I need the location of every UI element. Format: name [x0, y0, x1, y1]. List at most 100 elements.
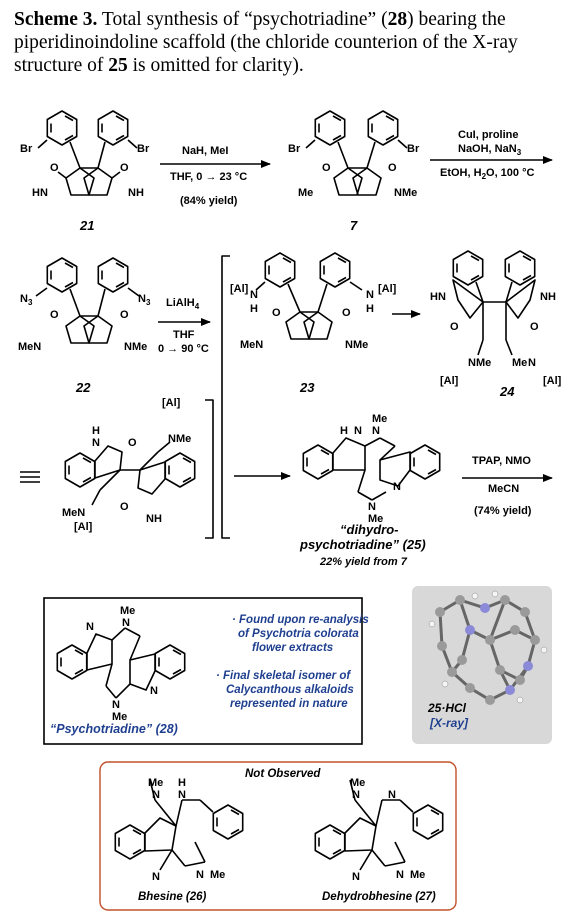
compound-22-structure: [35, 257, 140, 344]
bhesine-26-structure: [114, 779, 244, 871]
atom-label: O: [120, 309, 129, 321]
compound-23-structure: [255, 252, 363, 340]
atom-label: O: [120, 162, 129, 174]
atom-label: N: [250, 289, 258, 301]
atom-label: Br: [137, 143, 150, 155]
atom-label: H: [250, 303, 258, 315]
dehydrobhesine-name: Dehydrobhesine (27): [322, 891, 436, 903]
bhesine-name: Bhesine (26): [138, 891, 207, 903]
atom-label: NH: [128, 187, 144, 199]
note-line: · Final skeletal isomer of: [216, 670, 351, 682]
atom-label: H: [340, 425, 348, 437]
intermediate-bracket-right: [205, 399, 214, 539]
compound-number-7: 7: [350, 218, 358, 233]
atom-label: [Al]: [378, 283, 397, 295]
reagent-label: THF: [173, 329, 195, 341]
atom-label: NMe: [345, 339, 368, 351]
atom-label: O: [272, 307, 281, 319]
atom-label: Me: [368, 513, 383, 525]
atom-label: Me: [120, 605, 135, 617]
yield-label: (84% yield): [180, 195, 238, 207]
psychotriadine-name: “Psychotriadine” (28): [50, 722, 178, 736]
dehydrobhesine-27-structure: [314, 779, 444, 871]
atom-label: NMe: [168, 433, 191, 445]
atom-label: N: [112, 699, 120, 711]
compound-25-structure: [302, 437, 441, 501]
atom-label: HN: [430, 291, 446, 303]
atom-label: NH: [146, 513, 162, 525]
atom-label: NMe: [124, 341, 147, 353]
reagent-label: TPAP, NMO: [472, 455, 531, 467]
note-line: Calycanthous alkaloids: [226, 684, 354, 696]
caption-compound-28: 28: [387, 9, 408, 30]
atom-label: MeN: [62, 507, 85, 519]
note-line: represented in nature: [230, 698, 348, 710]
yield-label: (74% yield): [474, 505, 532, 517]
scheme-caption: Scheme 3. Total synthesis of “psychotria…: [14, 8, 566, 77]
atom-label: N3: [20, 293, 33, 307]
atom-label: Me: [210, 869, 225, 881]
atom-label: N: [86, 621, 94, 633]
atom-label: NMe: [394, 187, 417, 199]
atom-label: N: [352, 871, 360, 883]
atom-label: Me: [350, 777, 365, 789]
atom-label: H: [366, 303, 374, 315]
atom-label: Br: [20, 143, 33, 155]
atom-label: [Al]: [74, 521, 93, 533]
intermediate-bracket-left: [221, 255, 230, 539]
reagent-label: EtOH, H2O, 100 °C: [440, 167, 534, 181]
atom-label: Br: [288, 143, 301, 155]
compound-7-structure: [305, 110, 408, 196]
atom-label: N: [196, 869, 204, 881]
atom-label: N: [396, 869, 404, 881]
atom-label: Me: [512, 357, 527, 369]
atom-label: O: [388, 162, 397, 174]
atom-label: N: [122, 617, 130, 629]
atom-label: N: [388, 789, 396, 801]
atom-label: N: [152, 789, 160, 801]
atom-label: [Al]: [543, 375, 562, 387]
atom-label: Me: [372, 413, 387, 425]
atom-label: O: [530, 321, 539, 333]
atom-label: Me: [112, 711, 127, 723]
product-name-line2: psychotriadine” (25): [299, 537, 426, 552]
xray-atoms: [428, 590, 548, 705]
caption-text-c: is omitted for clarity).: [127, 55, 304, 76]
atom-label: N: [368, 501, 376, 513]
atom-label: O: [50, 162, 59, 174]
reagent-label: LiAlH4: [166, 297, 200, 311]
atom-label: [Al]: [162, 397, 181, 409]
atom-label: O: [50, 309, 59, 321]
reagent-label: NaOH, NaN3: [458, 143, 522, 157]
product-name-line1: “dihydro-: [340, 522, 399, 537]
reagent-label: 0 → 90 °C: [158, 343, 209, 355]
atom-label: O: [322, 162, 331, 174]
reagent-label: NaH, MeI: [182, 145, 228, 157]
atom-label: N: [354, 425, 362, 437]
not-observed-title: Not Observed: [245, 768, 321, 780]
atom-label: N: [366, 289, 374, 301]
atom-label: N: [152, 871, 160, 883]
atom-label: Me: [148, 777, 163, 789]
not-observed-box: [99, 761, 457, 911]
atom-label: N: [150, 685, 158, 697]
atom-label: N: [372, 425, 380, 437]
atom-label: [Al]: [440, 375, 459, 387]
psychotriadine-box: [43, 597, 363, 745]
caption-text-b: ) bearing the piperidinoindoline scaffol…: [14, 9, 518, 76]
xray-label: 25·HCl: [427, 701, 467, 715]
atom-label: Me: [410, 869, 425, 881]
atom-label: [Al]: [230, 283, 249, 295]
caption-label: Scheme 3.: [14, 9, 98, 30]
psychotriadine-28-structure: [56, 627, 186, 699]
atom-label: NMe: [468, 357, 491, 369]
atom-label: MeN: [18, 341, 41, 353]
caption-text-a: Total synthesis of “psychotriadine” (: [97, 9, 388, 30]
compound-24-structure: [452, 250, 536, 356]
equivalence-sign: [20, 471, 40, 483]
atom-label: N: [92, 437, 100, 449]
compound-24-conformer-structure: [64, 441, 196, 506]
atom-label: O: [120, 501, 129, 513]
atom-label: N: [528, 357, 536, 369]
